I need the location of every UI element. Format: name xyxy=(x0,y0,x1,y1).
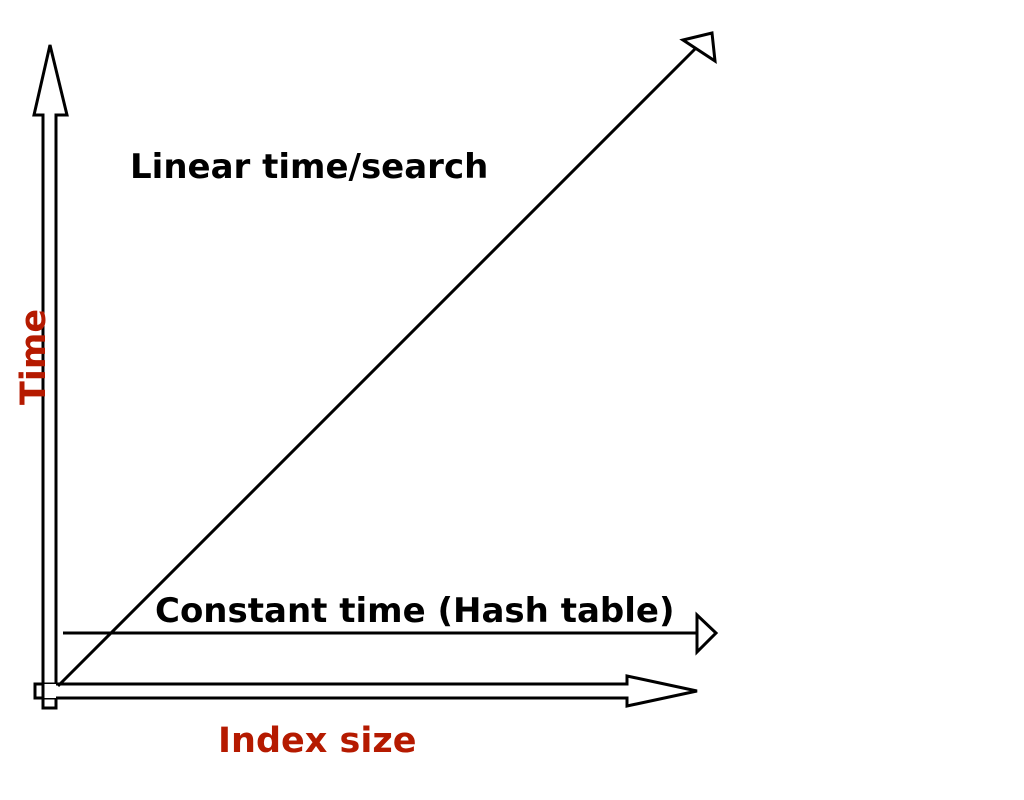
constant-curve-arrowhead xyxy=(695,611,719,656)
y-axis xyxy=(32,44,69,710)
x-axis xyxy=(33,674,698,708)
y-axis-label: Time xyxy=(14,309,54,405)
constant-curve-label: Constant time (Hash table) xyxy=(155,591,674,631)
linear-curve xyxy=(56,31,717,688)
x-axis-label: Index size xyxy=(218,721,416,761)
axes-origin-outline xyxy=(33,682,58,710)
y-axis-arrow xyxy=(32,44,69,710)
linear-curve-label: Linear time/search xyxy=(130,147,488,187)
constant-curve xyxy=(63,611,719,656)
linear-curve-line xyxy=(56,43,701,688)
linear-curve-arrowhead xyxy=(679,31,717,64)
x-axis-arrow xyxy=(33,674,698,708)
axes-origin-corner xyxy=(43,684,56,698)
